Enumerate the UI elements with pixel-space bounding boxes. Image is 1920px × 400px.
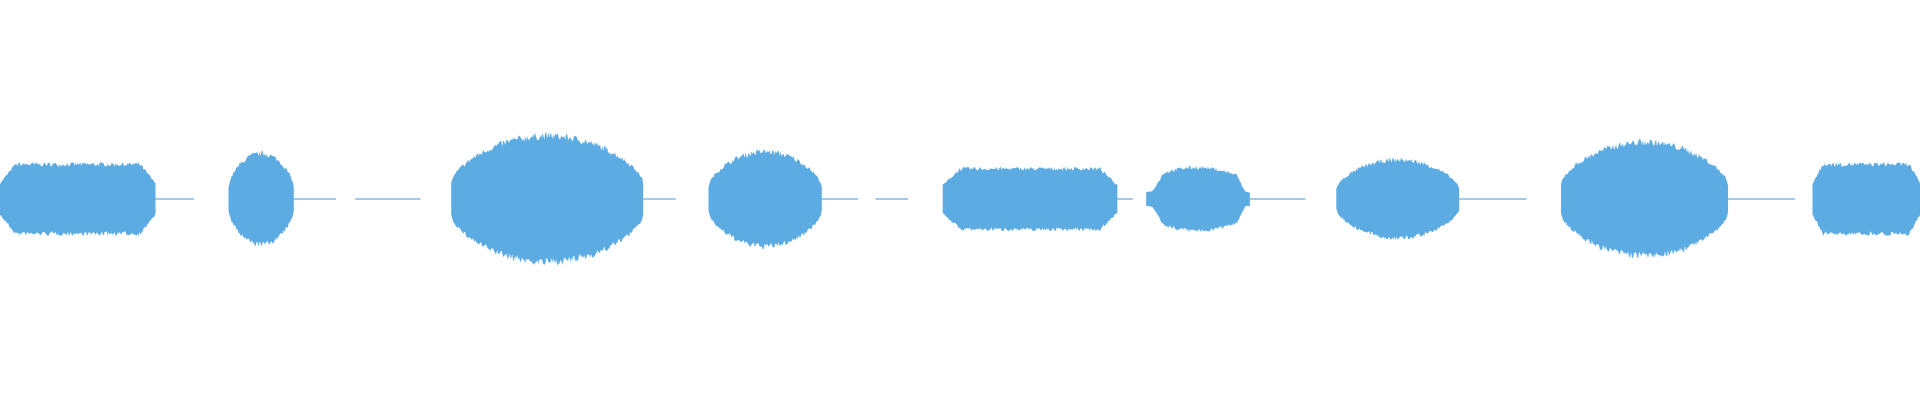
waveform-silence-9 — [875, 198, 909, 200]
waveform-silence-11 — [1117, 198, 1133, 200]
waveform-silence-8 — [821, 198, 859, 200]
waveform-silence-4 — [355, 198, 421, 200]
waveform-burst-10 — [942, 166, 1118, 232]
waveform-burst-14 — [1336, 157, 1460, 240]
waveform-burst-5 — [451, 132, 644, 266]
waveform-burst-12 — [1146, 165, 1250, 232]
waveform-burst-7 — [708, 149, 822, 249]
waveform-silence-6 — [643, 198, 676, 200]
waveform-burst-18 — [1812, 162, 1920, 236]
waveform-silence-17 — [1728, 198, 1796, 200]
waveform-burst-0 — [0, 162, 156, 236]
waveform-burst-2 — [228, 151, 294, 247]
waveform-burst-16 — [1561, 139, 1728, 259]
waveform-silence-13 — [1249, 198, 1306, 200]
waveform-silence-15 — [1459, 198, 1527, 200]
waveform-silence-1 — [155, 198, 194, 200]
waveform-silence-3 — [293, 198, 336, 200]
